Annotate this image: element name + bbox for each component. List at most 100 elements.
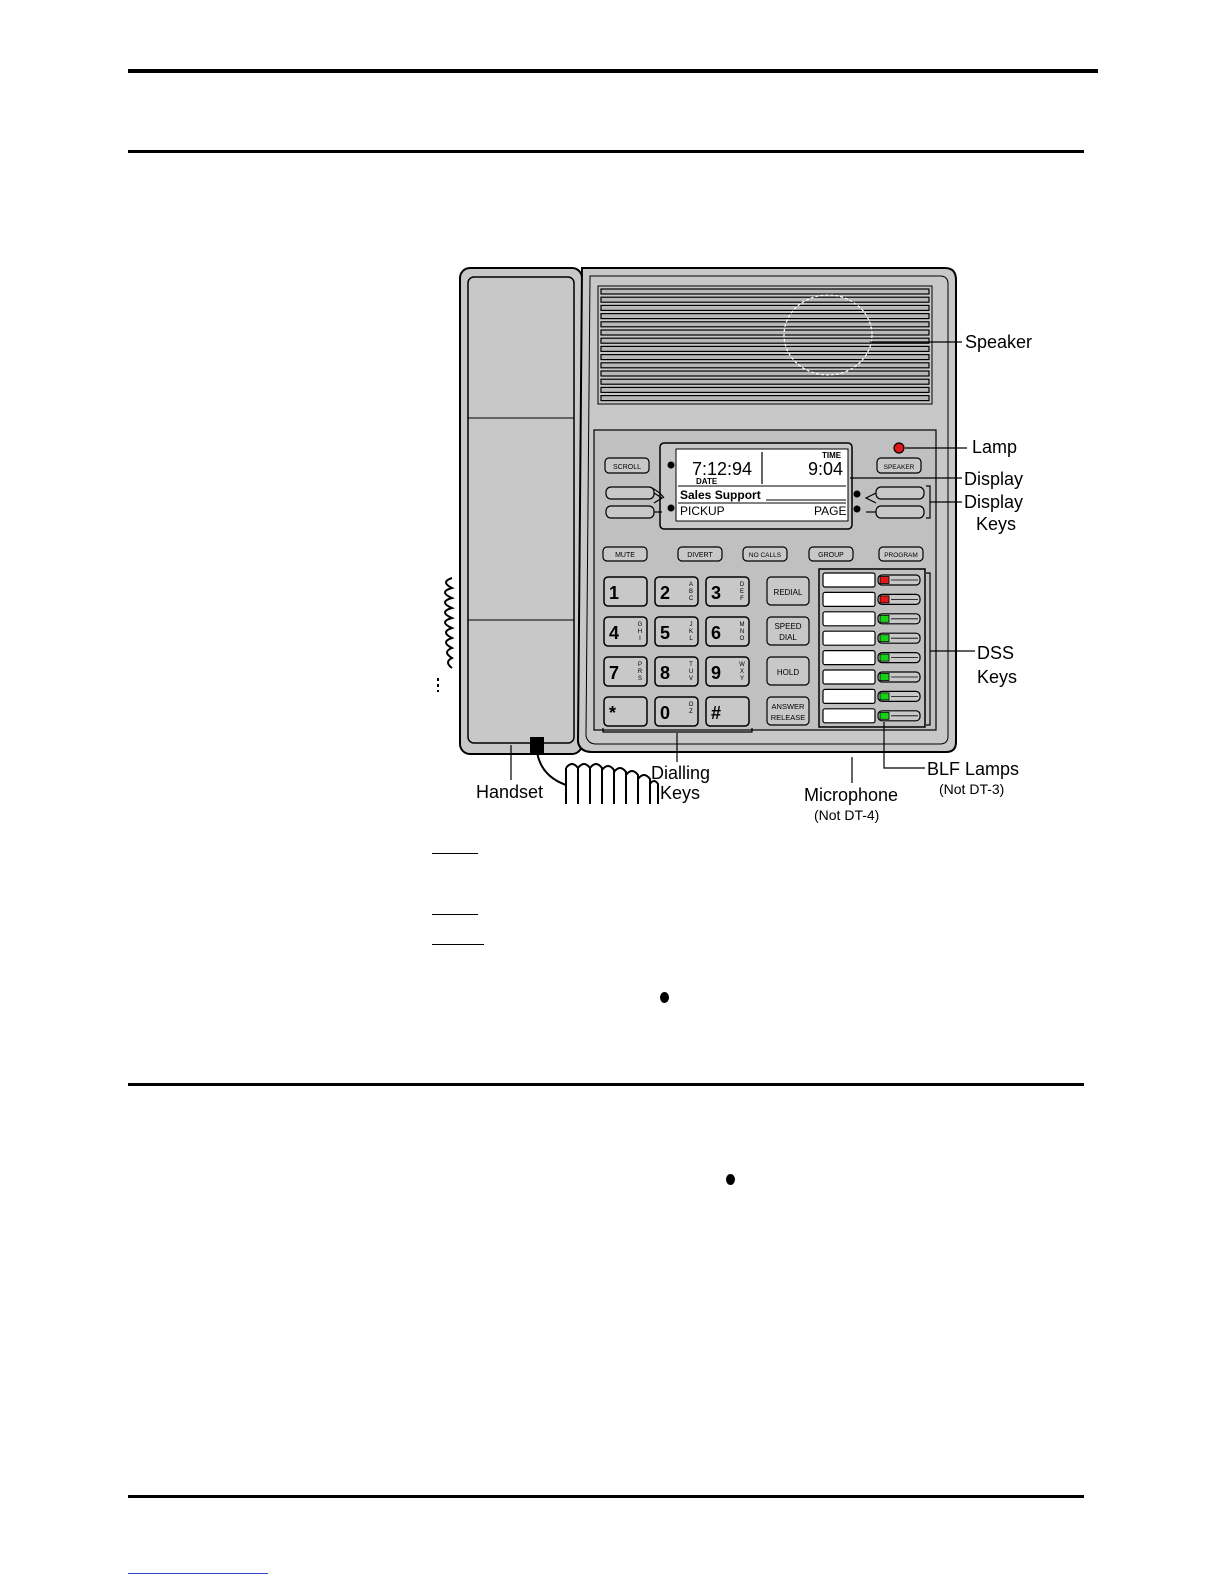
lcd-right-softkey: PAGE	[814, 504, 846, 518]
grille-slot	[600, 329, 930, 336]
side-cord-coil	[437, 577, 455, 692]
keypad-digit: 1	[609, 583, 619, 603]
keypad-letter: T	[689, 662, 693, 668]
label-speaker: Speaker	[965, 332, 1032, 352]
keypad-digit: 7	[609, 663, 619, 683]
label-microphone: Microphone	[804, 785, 898, 805]
keypad-letter: M	[740, 622, 745, 628]
grille-slot	[600, 354, 930, 361]
program-button[interactable]: PROGRAM	[878, 546, 924, 562]
bottom-rule	[128, 1495, 1084, 1498]
dss-key[interactable]	[822, 630, 921, 646]
dss-keys-bracket	[926, 572, 931, 726]
svg-text:HOLD: HOLD	[777, 668, 799, 677]
grille-slot	[600, 304, 930, 311]
grille-slot	[600, 321, 930, 328]
note-underline-3	[432, 944, 484, 945]
bullet-dot	[660, 992, 669, 1003]
note-underline-1	[432, 853, 478, 854]
dss-key[interactable]	[822, 611, 921, 627]
keypad-key[interactable]: *	[603, 696, 648, 727]
blf-lamp	[879, 673, 890, 681]
mute-button[interactable]: MUTE	[602, 546, 648, 562]
grille-slot	[600, 288, 930, 295]
lcd-line2: Sales Support	[680, 488, 761, 502]
keypad-digit: 0	[660, 703, 670, 723]
dss-key[interactable]	[822, 572, 921, 588]
svg-text:NO CALLS: NO CALLS	[749, 552, 782, 559]
dss-key[interactable]	[822, 591, 921, 608]
display-dot	[853, 490, 861, 498]
handset	[459, 267, 583, 755]
dss-key[interactable]	[822, 708, 921, 724]
lcd-date-value: 7:12:94	[692, 459, 752, 479]
speaker-button[interactable]: SPEAKER	[876, 457, 922, 474]
grille-slot	[600, 378, 930, 385]
keypad-key[interactable]: 1	[603, 576, 648, 607]
display-dot	[667, 461, 675, 469]
keypad-letter: E	[740, 589, 744, 595]
keypad-letter: V	[689, 676, 693, 682]
blf-lamp	[879, 692, 890, 701]
grille-slot	[600, 362, 930, 369]
dss-key[interactable]	[822, 688, 921, 705]
keypad-digit: 6	[711, 623, 721, 643]
grille-slot	[600, 337, 930, 344]
label-dialling-1: Dialling	[651, 763, 710, 783]
keypad-digit: 9	[711, 663, 721, 683]
grille-slot	[600, 313, 930, 320]
dss-key[interactable]	[822, 649, 921, 666]
keypad-key[interactable]: #	[705, 696, 750, 727]
display: 7:12:94 DATE TIME 9:04 Sales Support PIC…	[659, 442, 861, 530]
lcd-left-softkey: PICKUP	[680, 504, 725, 518]
keypad-key[interactable]: 0 OZ	[654, 696, 699, 727]
blf-lamp	[879, 595, 890, 604]
svg-text:SPEAKER: SPEAKER	[884, 464, 915, 471]
grille-slot	[600, 345, 930, 352]
keypad-digit: 5	[660, 623, 670, 643]
label-blf: BLF Lamps	[927, 759, 1019, 779]
keypad-letter: Z	[689, 709, 693, 715]
label-dialling-2: Keys	[660, 783, 700, 803]
blf-lamp	[879, 614, 890, 623]
scroll-button[interactable]: SCROLL	[604, 457, 650, 474]
group-button[interactable]: GROUP	[808, 546, 854, 562]
redial-button[interactable]: REDIAL	[766, 576, 810, 606]
keypad-letter: Y	[740, 676, 744, 682]
footer-link-underline[interactable]	[128, 1573, 268, 1574]
svg-text:RELEASE: RELEASE	[771, 713, 806, 722]
keypad-letter: X	[740, 669, 744, 675]
keypad-letter: L	[689, 636, 693, 642]
dss-key[interactable]	[822, 669, 921, 685]
keypad-letter: R	[638, 669, 643, 675]
display-dot	[853, 505, 861, 513]
keypad-letter: K	[689, 629, 693, 635]
dialling-keys-bracket	[602, 728, 753, 733]
divert-button[interactable]: DIVERT	[677, 546, 723, 562]
keypad-letter: B	[689, 589, 693, 595]
grille-slot	[600, 386, 930, 393]
keypad-letter: F	[740, 596, 744, 602]
speed-dial-button[interactable]: SPEED DIAL	[766, 616, 810, 646]
label-display-keys-2: Keys	[976, 514, 1016, 534]
keypad-letter: P	[638, 662, 642, 668]
keypad-letter: O	[689, 702, 694, 708]
no-calls-button[interactable]: NO CALLS	[742, 546, 788, 562]
keypad-letter: G	[638, 622, 643, 628]
keypad-letter: U	[689, 669, 693, 675]
answer-release-button[interactable]: ANSWER RELEASE	[766, 696, 810, 726]
hold-button[interactable]: HOLD	[766, 656, 810, 686]
svg-text:DIVERT: DIVERT	[687, 552, 713, 559]
label-dss-2: Keys	[977, 667, 1017, 687]
lcd-time-value: 9:04	[808, 459, 843, 479]
